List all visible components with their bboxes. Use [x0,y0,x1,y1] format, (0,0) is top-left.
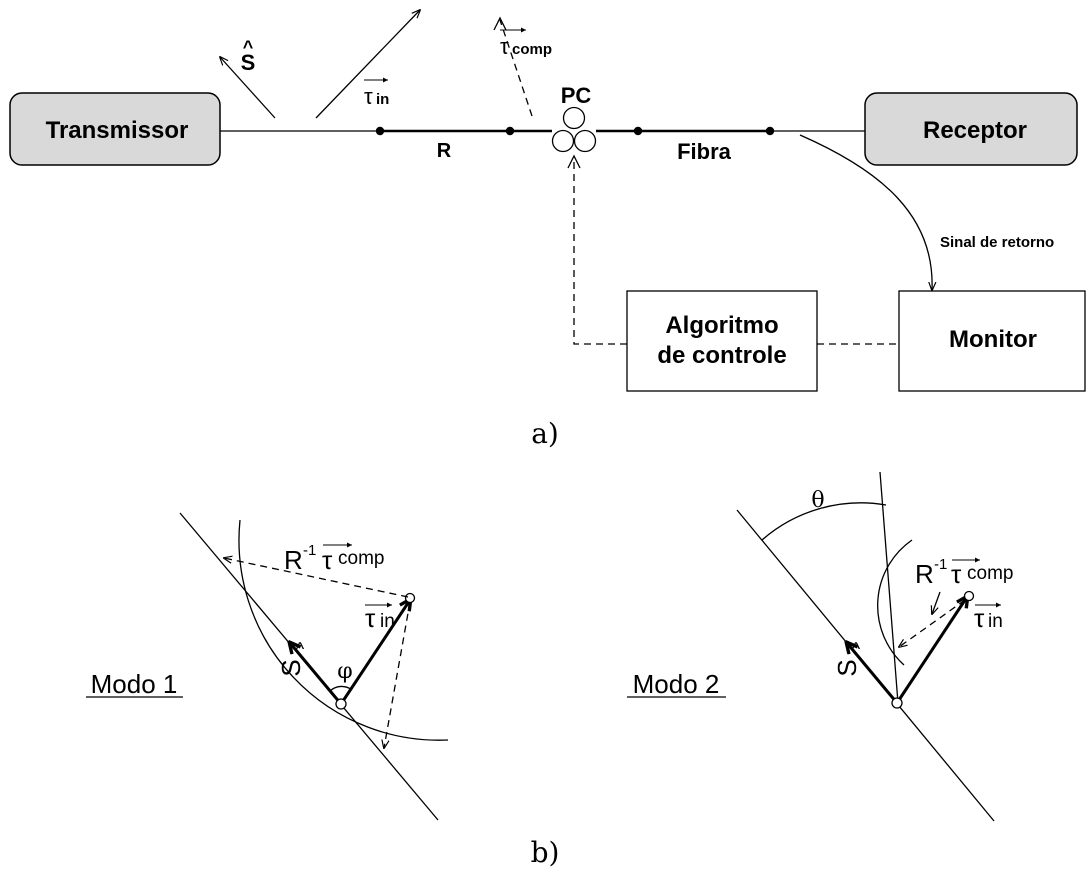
mode1-comp-dashed-vector [224,558,409,598]
caption-b: b) [531,836,560,869]
tau-in-arrow [315,10,420,119]
tau-comp-label: τ comp [500,27,552,59]
part-a: Transmissor Receptor R Fibra PC S ^ [9,10,1086,450]
mode1-title: Modo 1 [91,669,178,699]
node-dot [505,126,515,136]
mode1-s-vector [290,643,343,705]
node-dot [765,126,775,136]
transmitter-box: Transmissor [9,92,221,166]
tau-symbol: τ [951,559,962,589]
monitor-label: Monitor [949,326,1037,353]
mode1-tau-in-vector [339,600,410,705]
fiber-label: Fibra [677,139,732,164]
mode2-title: Modo 2 [633,669,720,699]
polarization-controller-icon [551,106,597,153]
mode1-rinv-label: R -1 τ comp [284,542,384,575]
mode1-phi-label: φ [337,659,352,684]
part-b-mode1: Modo 1 φ R -1 τ comp τ in [86,512,449,821]
r-symbol: R [284,545,303,575]
mode2-comp-dashed-vector [899,599,966,647]
tau-in-label: τ in [364,77,389,109]
tau-symbol: τ [365,603,376,633]
r-symbol: R [915,559,934,589]
s-hat-label: S [241,50,256,75]
node-dot [633,126,643,136]
mode2-tau-in-label: τ in [974,602,1003,633]
s-caret: ^ [852,639,861,659]
s-hat-caret: ^ [243,37,254,57]
transmitter-label: Transmissor [46,117,189,144]
monitor-box: Monitor [898,290,1086,392]
mode1-origin [335,698,347,710]
tau-symbol: τ [974,603,985,633]
s-hat-arrow [220,57,276,119]
caption-a: a) [531,417,559,450]
tau-subscript: comp [967,563,1013,584]
mode2-s-label: S ^ [832,639,862,677]
mode1-arc [238,519,449,741]
return-signal-arrow [799,134,932,290]
mode2-rinv-label: R -1 τ comp [915,556,1013,589]
tau-subscript: comp [338,548,384,569]
mode2-tau-in-vector [895,597,967,704]
mode2-theta-label: θ [811,488,824,513]
r-exponent: -1 [934,556,947,573]
s-symbol: S [276,659,306,676]
mode2-pointer-arrow [932,591,941,614]
segment-r-label: R [437,140,452,162]
pc-label: PC [561,83,592,108]
tau-subscript: comp [512,41,552,58]
mode2-theta-arc [761,502,887,541]
control-algorithm-box: Algoritmo de controle [626,290,818,392]
tau-symbol: τ [322,545,333,575]
algorithm-to-pc-link [573,158,627,345]
tau-comp-arrowhead [493,16,507,31]
mode1-comp-dashed-vector-2 [384,601,411,748]
mode2-rotated-axis [879,471,899,704]
mode2-arc [877,539,913,666]
mode1-s-label: S ^ [276,639,306,677]
mode1-phi-arc [329,685,353,692]
tau-subscript: in [376,91,389,108]
mode1-tau-in-label: τ in [365,602,395,633]
return-signal-label: Sinal de retorno [940,234,1054,251]
receiver-box: Receptor [864,92,1078,166]
mode1-tau-tip [404,592,416,604]
part-b-mode2: Modo 2 θ R -1 τ comp τ in [627,471,1013,822]
tau-symbol: τ [500,34,509,59]
mode2-s-vector [847,643,899,704]
s-symbol: S [832,659,862,676]
tau-comp-arrow [499,19,533,117]
tau-subscript: in [380,611,395,632]
algorithm-label-line2: de controle [657,342,786,369]
pc-feedback-arrowhead [567,154,581,169]
node-dot [375,126,385,136]
algorithm-label-line1: Algoritmo [665,312,778,339]
receiver-label: Receptor [923,117,1027,144]
r-exponent: -1 [303,542,316,559]
mode2-tau-tip [963,590,975,602]
tau-symbol: τ [364,84,373,109]
tau-subscript: in [988,611,1003,632]
s-caret: ^ [296,639,305,659]
mode2-origin [891,697,903,709]
